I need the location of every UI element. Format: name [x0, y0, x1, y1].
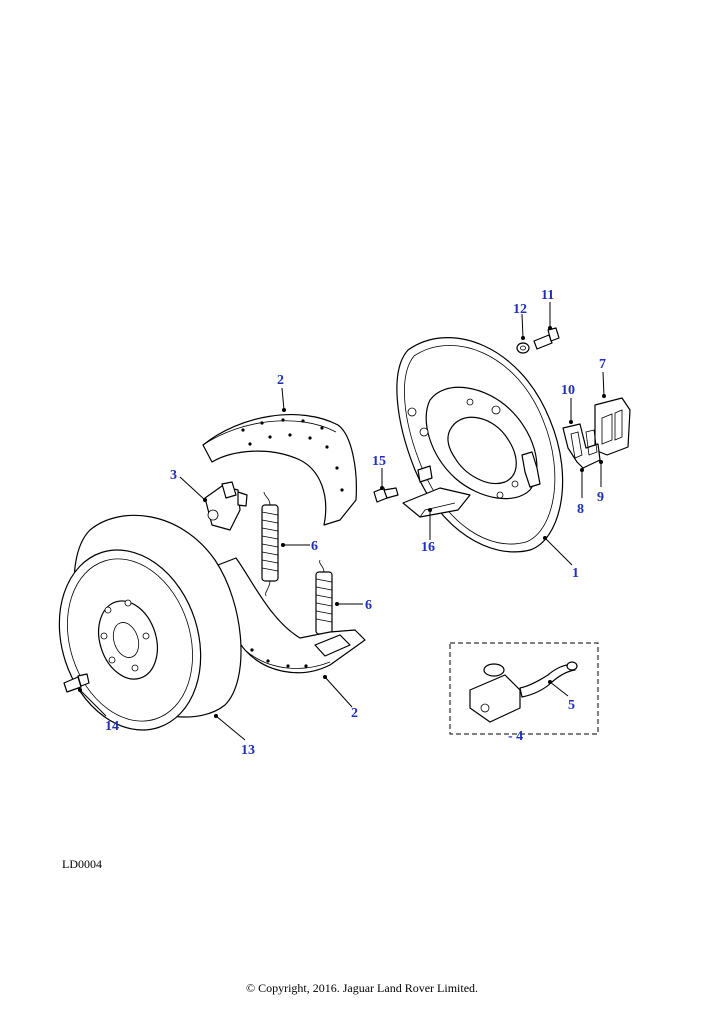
bolt-15 [373, 487, 399, 503]
callout-labels: 1 2 2 3 - 4 5 6 6 7 8 9 10 11 12 13 14 1… [105, 288, 606, 758]
return-spring-right [315, 559, 333, 635]
callout-2-bottom: 2 [351, 706, 358, 721]
copyright-notice: © Copyright, 2016. Jaguar Land Rover Lim… [245, 981, 479, 995]
brake-drum [58, 514, 242, 731]
bolt-11 [533, 327, 560, 350]
callout-3: 3 [170, 468, 177, 483]
return-spring-left [261, 491, 279, 597]
leader-lines [78, 302, 606, 741]
washer-12 [516, 342, 530, 354]
anchor-bracket [402, 487, 471, 518]
diagram-reference-code: LD0004 [62, 857, 102, 871]
backing-plate [396, 337, 564, 553]
callout-16: 16 [421, 540, 435, 555]
callout-7: 7 [599, 357, 606, 372]
callout-15: 15 [372, 454, 386, 469]
callout-10: 10 [561, 383, 575, 398]
callout-12: 12 [513, 302, 527, 317]
wheel-cylinder [204, 481, 248, 531]
callout-5: 5 [568, 698, 575, 713]
callout-2-top: 2 [277, 373, 284, 388]
callout-9: 9 [597, 490, 604, 505]
callout-14: 14 [105, 719, 119, 734]
callout-6-left: 6 [311, 539, 318, 554]
callout-11: 11 [541, 288, 554, 303]
brake-shoe-upper [202, 414, 357, 526]
drum-screw [63, 673, 90, 693]
callout-13: 13 [241, 743, 255, 758]
callout-4: - 4 [508, 729, 523, 744]
lock-plates [562, 397, 631, 469]
callout-8: 8 [577, 502, 584, 517]
callout-1: 1 [572, 566, 579, 581]
bleed-valve-inset [449, 642, 599, 735]
callout-6-right: 6 [365, 598, 372, 613]
